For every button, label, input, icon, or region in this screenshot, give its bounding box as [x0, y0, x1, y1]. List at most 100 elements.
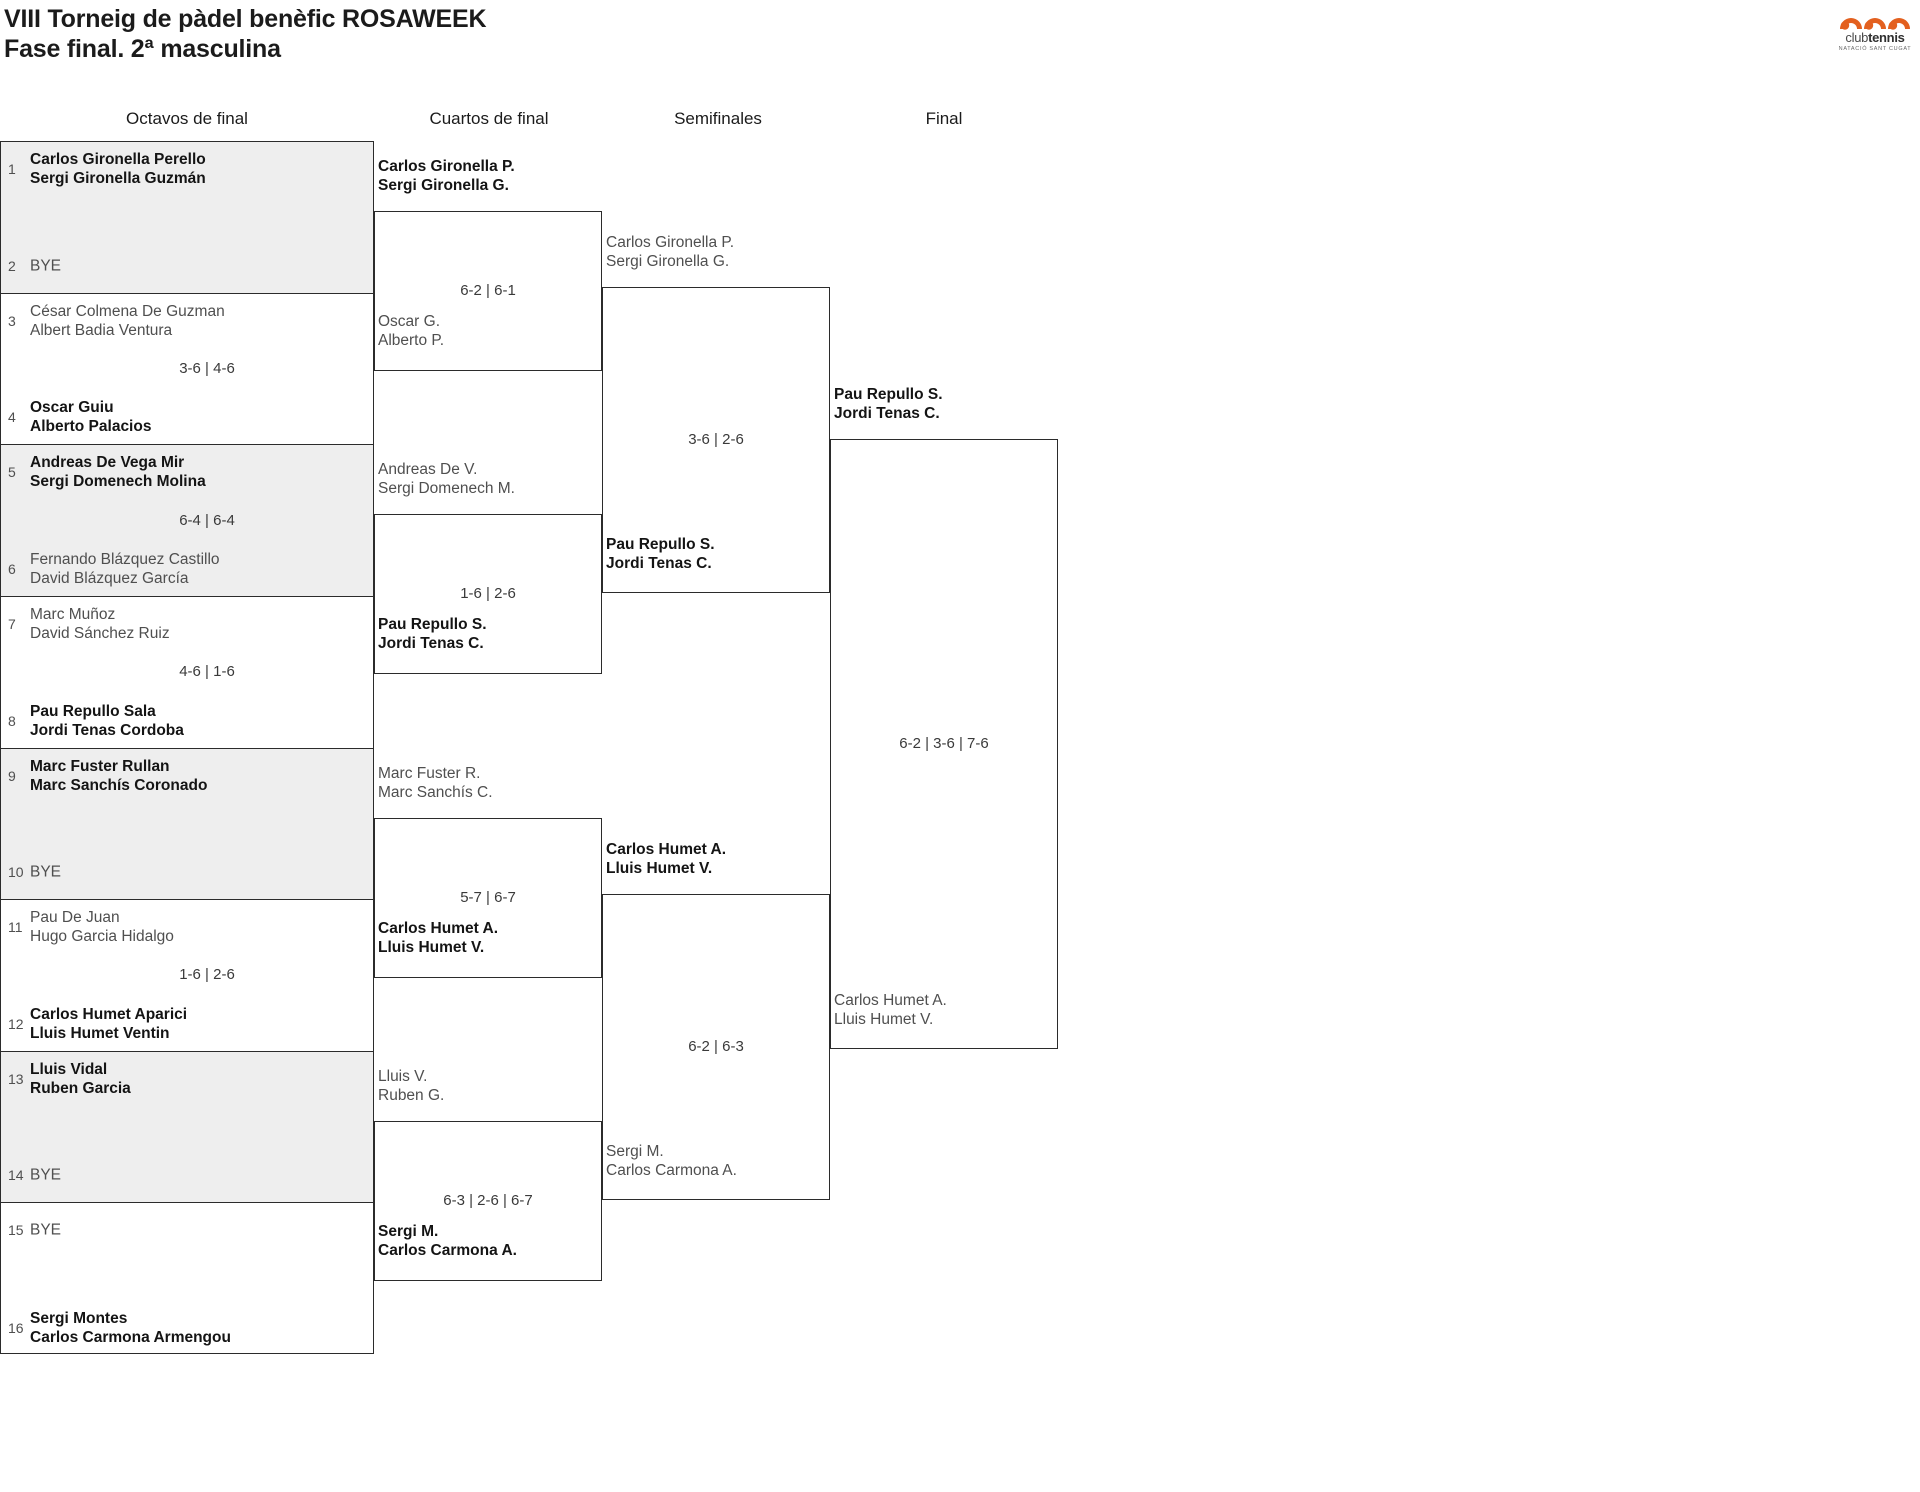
- team-names: Carlos Humet A. Lluis Humet V.: [834, 991, 947, 1029]
- team-names: Carlos Humet Aparici Lluis Humet Ventin: [30, 1005, 187, 1043]
- player-name: Sergi Gironella Guzmán: [30, 170, 206, 187]
- match-row[interactable]: 15 BYE 16 Sergi Montes Carlos Carmona Ar…: [1, 1203, 373, 1355]
- player-name: Alberto Palacios: [30, 418, 152, 436]
- player-name: Carlos Carmona A.: [378, 1242, 517, 1259]
- match-row[interactable]: 3 César Colmena De Guzman Albert Badia V…: [1, 294, 373, 446]
- match-slot-top[interactable]: 15 BYE: [1, 1207, 373, 1253]
- match-slot-bottom[interactable]: 16 Sergi Montes Carlos Carmona Armengou: [1, 1305, 373, 1351]
- player-name: Sergi Domenech Molina: [30, 473, 206, 491]
- club-logo-wordmark: clubtennis: [1838, 31, 1912, 45]
- seed-number: 2: [8, 257, 16, 274]
- player-name: Carlos Gironella P.: [606, 234, 735, 251]
- round-header-final: Final: [925, 109, 963, 128]
- player-name: Marc Sanchís Coronado: [30, 776, 208, 794]
- match-score: 6-2 | 6-1: [460, 282, 516, 299]
- match-slot-bottom[interactable]: 10 BYE: [1, 849, 373, 895]
- player-name: Sergi Gironella G.: [606, 253, 730, 270]
- match-row[interactable]: 7 Marc Muñoz David Sánchez Ruiz 4-6 | 1-…: [1, 597, 373, 749]
- team-names: Sergi Montes Carlos Carmona Armengou: [30, 1309, 231, 1347]
- bracket-connector-box[interactable]: 1-6 | 2-6: [374, 514, 602, 674]
- bracket-connector-box[interactable]: 3-6 | 2-6: [602, 287, 830, 593]
- match-slot-top[interactable]: 9 Marc Fuster Rullan Marc Sanchís Corona…: [1, 753, 373, 799]
- player-name: Lluis Humet V.: [378, 939, 485, 956]
- team-names: Andreas De V. Sergi Domenech M.: [378, 460, 515, 498]
- player-name: Pau Repullo Sala: [30, 702, 156, 720]
- match-slot-top[interactable]: 3 César Colmena De Guzman Albert Badia V…: [1, 298, 373, 344]
- match-score: 1-6 | 2-6: [179, 966, 235, 984]
- seed-number: 1: [8, 161, 16, 177]
- round-octavos-column: 1 Carlos Gironella Perello Sergi Gironel…: [0, 141, 374, 1354]
- player-name: Sergi Domenech M.: [378, 480, 515, 497]
- player-name: Hugo Garcia Hidalgo: [30, 928, 174, 946]
- club-logo-mark-icon: [1838, 10, 1912, 30]
- player-name: Carlos Humet A.: [378, 920, 499, 937]
- seed-number: 14: [8, 1167, 24, 1184]
- team-names: Pau Repullo S. Jordi Tenas C.: [378, 615, 487, 653]
- player-name: Carlos Humet A.: [834, 992, 947, 1009]
- round-header-cuartos: Cuartos de final: [429, 109, 549, 128]
- bye-label: BYE: [30, 1221, 62, 1239]
- match-row[interactable]: 1 Carlos Gironella Perello Sergi Gironel…: [1, 142, 373, 294]
- club-logo-word-light: club: [1845, 30, 1869, 45]
- player-name: Marc Muñoz: [30, 605, 116, 623]
- seed-number: 9: [8, 767, 16, 784]
- player-name: Oscar Guiu: [30, 399, 114, 417]
- team-names: Carlos Gironella P. Sergi Gironella G.: [606, 233, 734, 271]
- player-name: Carlos Gironella P.: [378, 158, 515, 175]
- player-name: Carlos Gironella Perello: [30, 151, 206, 168]
- team-names: Pau Repullo S. Jordi Tenas C.: [606, 535, 715, 573]
- seed-number: 16: [8, 1320, 24, 1336]
- player-name: César Colmena De Guzman: [30, 302, 225, 320]
- match-row[interactable]: 5 Andreas De Vega Mir Sergi Domenech Mol…: [1, 445, 373, 597]
- match-slot-bottom[interactable]: 6 Fernando Blázquez Castillo David Blázq…: [1, 546, 373, 592]
- team-names: Carlos Gironella P. Sergi Gironella G.: [378, 157, 515, 195]
- match-slot-top[interactable]: 7 Marc Muñoz David Sánchez Ruiz: [1, 601, 373, 647]
- match-slot-bottom[interactable]: 14 BYE: [1, 1152, 373, 1198]
- match-slot-top[interactable]: 13 Lluis Vidal Ruben Garcia: [1, 1056, 373, 1102]
- player-name: Albert Badia Ventura: [30, 321, 173, 339]
- team-names: Sergi M. Carlos Carmona A.: [606, 1142, 737, 1180]
- player-name: Marc Fuster Rullan: [30, 757, 170, 775]
- match-row[interactable]: 11 Pau De Juan Hugo Garcia Hidalgo 1-6 |…: [1, 900, 373, 1052]
- match-slot-top[interactable]: 11 Pau De Juan Hugo Garcia Hidalgo: [1, 904, 373, 950]
- match-score: 6-4 | 6-4: [179, 511, 235, 529]
- bracket-connector-box[interactable]: 6-2 | 6-3: [602, 894, 830, 1200]
- team-names: Fernando Blázquez Castillo David Blázque…: [30, 550, 220, 588]
- bracket-connector-box[interactable]: 6-2 | 3-6 | 7-6: [830, 439, 1058, 1049]
- match-score: 6-2 | 3-6 | 7-6: [899, 735, 989, 752]
- match-slot-top[interactable]: 1 Carlos Gironella Perello Sergi Gironel…: [1, 146, 373, 192]
- match-row[interactable]: 13 Lluis Vidal Ruben Garcia 14 BYE: [1, 1051, 373, 1204]
- team-names: Oscar Guiu Alberto Palacios: [30, 398, 151, 436]
- page-title: VIII Torneig de pàdel benèfic ROSAWEEK F…: [4, 4, 904, 64]
- bye-label: BYE: [30, 863, 62, 881]
- player-name: Ruben G.: [378, 1087, 445, 1104]
- match-slot-bottom[interactable]: 8 Pau Repullo Sala Jordi Tenas Cordoba: [1, 698, 373, 744]
- player-name: Sergi Gironella G.: [378, 177, 509, 194]
- match-slot-top[interactable]: 5 Andreas De Vega Mir Sergi Domenech Mol…: [1, 449, 373, 495]
- match-slot-bottom[interactable]: 2 BYE: [1, 243, 373, 289]
- match-slot-bottom[interactable]: 4 Oscar Guiu Alberto Palacios: [1, 394, 373, 440]
- bracket-connector-box[interactable]: 5-7 | 6-7: [374, 818, 602, 978]
- match-slot-bottom[interactable]: 12 Carlos Humet Aparici Lluis Humet Vent…: [1, 1001, 373, 1047]
- match-score: 6-2 | 6-3: [688, 1038, 744, 1055]
- player-name: David Sánchez Ruiz: [30, 624, 170, 642]
- team-names: Carlos Humet A. Lluis Humet V.: [606, 840, 726, 878]
- match-score: 4-6 | 1-6: [179, 663, 235, 681]
- club-logo: clubtennis NATACIÓ SANT CUGAT: [1838, 10, 1912, 56]
- player-name: Carlos Humet A.: [606, 841, 727, 858]
- seed-number: 4: [8, 409, 16, 426]
- bracket-connector-box[interactable]: 6-3 | 2-6 | 6-7: [374, 1121, 602, 1281]
- player-name: Pau Repullo S.: [606, 536, 715, 553]
- player-name: Pau De Juan: [30, 909, 120, 927]
- seed-number: 15: [8, 1222, 24, 1239]
- team-names: Pau Repullo Sala Jordi Tenas Cordoba: [30, 702, 184, 740]
- player-name: Pau Repullo S.: [378, 616, 487, 633]
- match-row[interactable]: 9 Marc Fuster Rullan Marc Sanchís Corona…: [1, 748, 373, 901]
- player-name: Fernando Blázquez Castillo: [30, 550, 220, 568]
- bracket-connector-box[interactable]: 6-2 | 6-1: [374, 211, 602, 371]
- seed-number: 5: [8, 464, 16, 481]
- player-name: Marc Fuster R.: [378, 765, 481, 782]
- seed-number: 6: [8, 560, 16, 577]
- seed-number: 10: [8, 864, 24, 881]
